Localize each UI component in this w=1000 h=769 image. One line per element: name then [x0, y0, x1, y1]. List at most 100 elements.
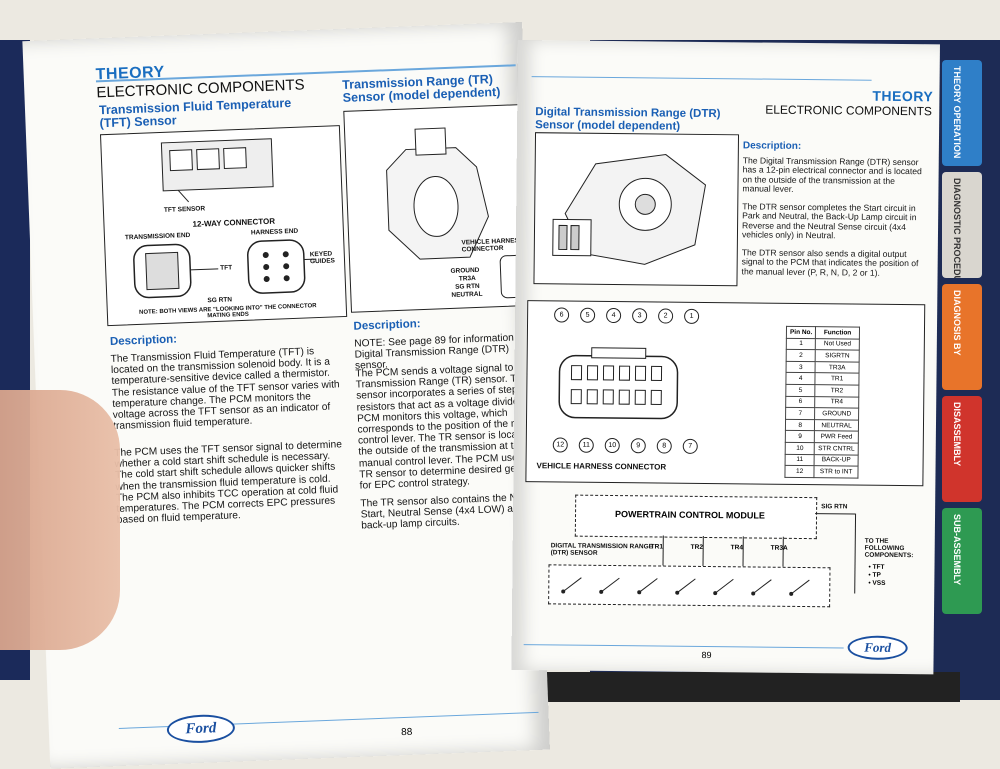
book-base — [520, 672, 960, 702]
pin-table-cell: SIGRTN — [816, 350, 860, 362]
connector-pin — [635, 390, 645, 404]
switch-contact — [715, 579, 733, 593]
ground-label: GROUND — [450, 267, 479, 275]
dtr-paragraph-3: The DTR sensor also sends a digital outp… — [742, 248, 922, 278]
pin-table-cell: 11 — [785, 454, 815, 466]
tr-title: Transmission Range (TR) Sensor (model de… — [342, 72, 533, 105]
dtr-paragraph-2: The DTR sensor completes the Start circu… — [742, 202, 922, 242]
pin-table-cell: 12 — [785, 465, 815, 477]
connector-pin — [651, 366, 661, 380]
pin-table-cell: 4 — [786, 373, 816, 385]
pin-number: 7 — [683, 439, 698, 454]
signal-label: TR1 — [651, 543, 663, 550]
right-header-rule — [532, 76, 872, 81]
pin-table-cell: Not Used — [816, 338, 860, 350]
pin-number: 3 — [632, 308, 647, 323]
sg-rtn-pin-label: SG RTN — [207, 296, 232, 304]
pin-table-cell: PWR Feed — [815, 431, 859, 443]
section-tab[interactable]: DISASSEMBLY — [942, 396, 982, 502]
pin-table-cell: STR CNTRL — [815, 443, 859, 455]
connector-pin — [635, 366, 645, 380]
thumb — [0, 390, 120, 650]
connector-pin — [603, 366, 613, 380]
connector-pin — [587, 390, 597, 404]
tr-description-heading: Description: — [353, 318, 421, 333]
right-page: THEORY ELECTRONIC COMPONENTS Digital Tra… — [511, 40, 940, 674]
dtr-paragraph-1: The Digital Transmission Range (DTR) sen… — [742, 156, 922, 196]
section-tab[interactable]: DIAGNOSTIC PROCEDURES — [942, 172, 982, 278]
pin-table-header: Pin No. — [786, 326, 816, 338]
section-tab[interactable]: DIAGNOSIS BY — [942, 284, 982, 390]
pin-table-cell: 5 — [786, 384, 816, 396]
sig-rtn-vertical — [854, 514, 856, 594]
signal-label: TR3A — [771, 545, 788, 552]
connector-pin — [619, 366, 629, 380]
switch-contacts-drawing — [549, 565, 829, 606]
dtr-sensor-label: DIGITAL TRANSMISSION RANGE (DTR) SENSOR — [551, 542, 661, 557]
pin-table-cell: BACK-UP — [814, 454, 858, 466]
section-tab[interactable]: SUB-ASSEMBLY — [942, 508, 982, 614]
pin-number: 2 — [658, 308, 673, 323]
tr-sensor-drawing — [344, 105, 542, 312]
connector-pin — [603, 390, 613, 404]
pin-number: 12 — [553, 437, 568, 452]
pin-table-cell: GROUND — [815, 408, 859, 420]
pin-number: 11 — [579, 438, 594, 453]
tr-figure: VEHICLE HARNESS CONNECTOR GROUND TR3A SG… — [343, 104, 543, 313]
sig-rtn-label: SIG RTN — [821, 503, 847, 510]
pin-number: 4 — [606, 308, 621, 323]
pin-number: 8 — [657, 438, 672, 453]
signal-label: TR2 — [691, 544, 703, 551]
section-tab-label: DIAGNOSIS BY — [952, 290, 962, 356]
pin-table-cell: STR to INT — [814, 466, 858, 478]
page-number-right: 89 — [702, 650, 712, 660]
pin-table-cell: TR1 — [815, 373, 859, 385]
pin-table-header: Function — [816, 327, 860, 339]
pin-table-cell: 8 — [785, 419, 815, 431]
pin-table-cell: 6 — [786, 396, 816, 408]
component-item: • TP — [868, 572, 880, 579]
pin-table-cell: 1 — [786, 338, 816, 350]
section-tab-label: DISASSEMBLY — [952, 402, 962, 466]
pin-number: 5 — [580, 308, 595, 323]
signal-label: TR4 — [731, 544, 743, 551]
sensor-box — [548, 564, 830, 607]
pin-table-cell: 10 — [785, 442, 815, 454]
pin-table-cell: NEUTRAL — [815, 419, 859, 431]
section-tab-label: SUB-ASSEMBLY — [952, 514, 962, 585]
section-tab-label: THEORY OPERATION — [952, 66, 962, 158]
right-footer-rule — [524, 644, 844, 648]
dtr-sensor-drawing — [534, 133, 738, 285]
page-number-left: 88 — [401, 727, 413, 738]
connector-pin — [587, 366, 597, 380]
pin-table-cell: TR4 — [815, 396, 859, 408]
section-tab[interactable]: THEORY OPERATION — [942, 60, 982, 166]
tft-paragraph-1: The Transmission Fluid Temperature (TFT)… — [110, 345, 345, 432]
ford-logo-right: Ford — [848, 635, 908, 660]
right-header-subtitle: ELECTRONIC COMPONENTS — [765, 103, 932, 119]
switch-contact — [753, 579, 771, 593]
pin-table-cell: 2 — [786, 350, 816, 362]
dtr-schematic: POWERTRAIN CONTROL MODULE SIG RTN DIGITA… — [524, 486, 926, 640]
dtr-figure — [533, 132, 739, 286]
connector-pin — [571, 366, 581, 380]
connector-pin — [651, 390, 661, 404]
pin-table-cell: 3 — [786, 361, 816, 373]
connector-pin — [571, 390, 581, 404]
sg-rtn-label: SG RTN — [455, 283, 480, 291]
dtr-title: Digital Transmission Range (DTR) Sensor … — [535, 106, 735, 134]
